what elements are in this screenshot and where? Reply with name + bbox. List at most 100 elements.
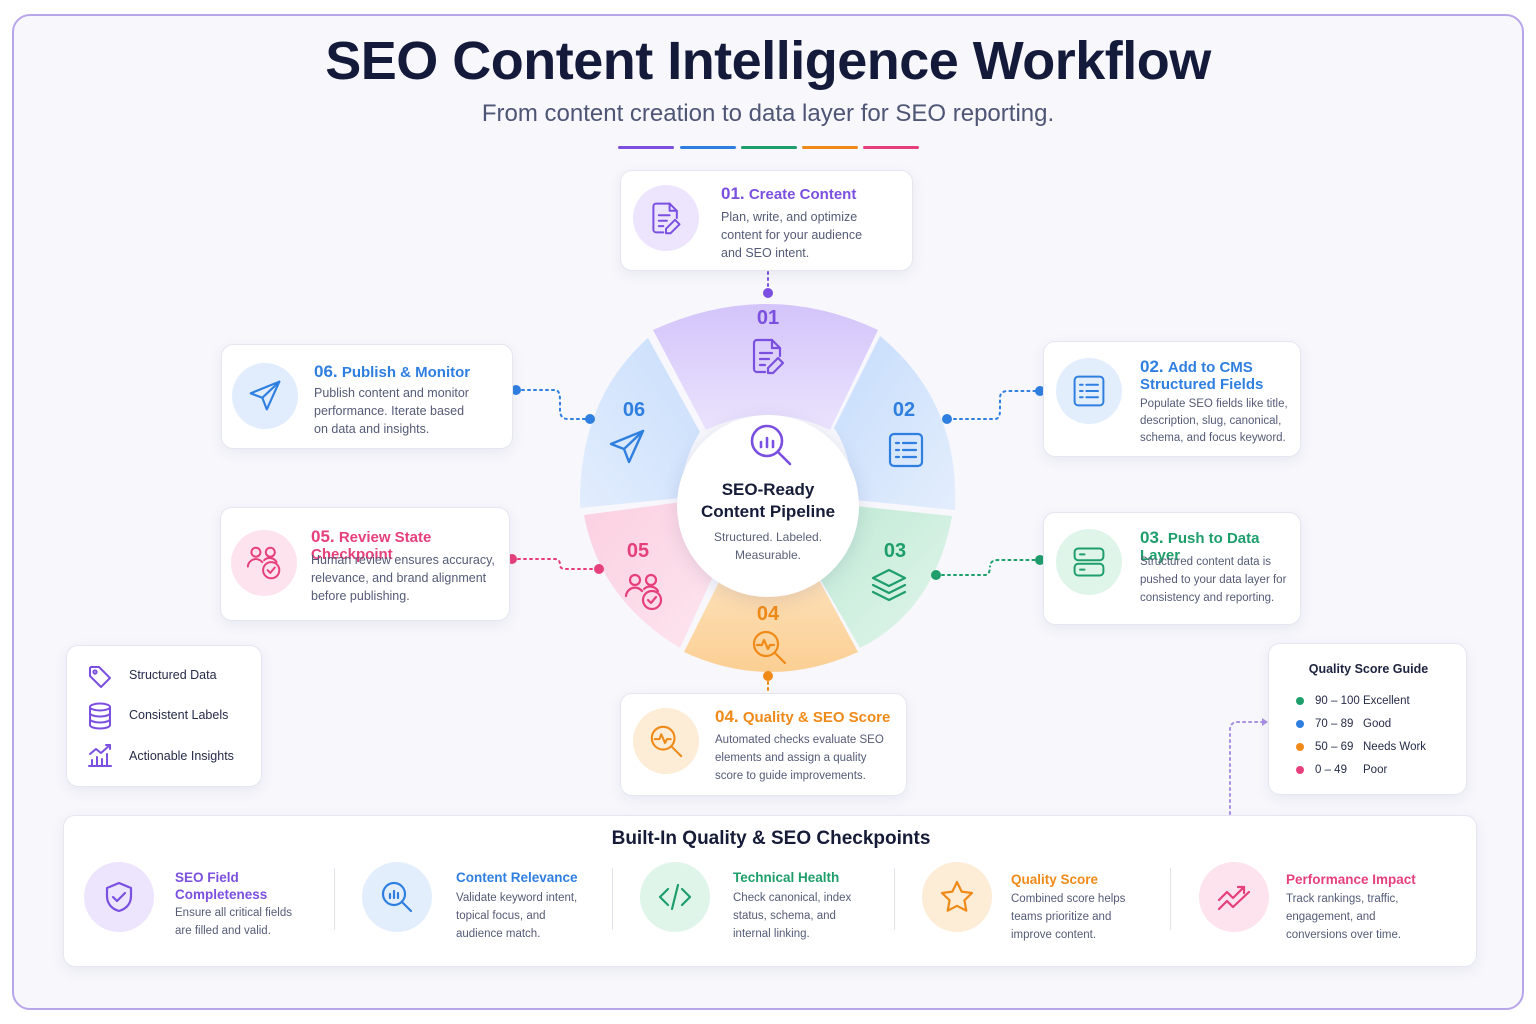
checkpoint-desc-line: audience match. — [456, 928, 541, 940]
score-label-needs-work: Needs Work — [1363, 741, 1427, 753]
wheel-segment-02 — [834, 336, 956, 510]
checkpoints-title: Built-In Quality & SEO Checkpoints — [611, 828, 931, 849]
checkpoint-desc-line: conversions over time. — [1286, 929, 1402, 941]
step-01-description: Plan, write, and optimize content for yo… — [721, 208, 862, 262]
wheel-number-06: 06 — [622, 399, 646, 421]
checkpoint-desc-technical: Check canonical, index status, schema, a… — [733, 889, 851, 943]
step-06-desc-line: on data and insights. — [314, 422, 430, 436]
connector-dot-03a — [931, 570, 941, 580]
checkpoint-desc-relevance: Validate keyword intent, topical focus, … — [456, 889, 577, 943]
checkpoint-desc-line: Check canonical, index — [733, 892, 852, 904]
score-dot-poor — [1296, 766, 1304, 774]
checkpoint-desc-line: Validate keyword intent, — [456, 892, 578, 904]
checkpoint-title-line: SEO Field — [175, 870, 239, 885]
quality-score-guide: Quality Score Guide 90 – 100 Excellent 7… — [1268, 643, 1467, 795]
center-title: SEO-Ready Content Pipeline — [677, 479, 859, 523]
connector-dot-03b — [1035, 555, 1045, 565]
step-02-desc-line: Populate SEO fields like title, — [1140, 398, 1288, 410]
step-05-title-text: Review State Checkpoint — [311, 529, 432, 563]
checkpoint-desc-quality: Combined score helps teams prioritize an… — [1011, 890, 1125, 944]
step-04-title-text: Quality & SEO Score — [742, 709, 891, 726]
step-03-desc-line: Structured content data is — [1140, 556, 1272, 568]
connector-dot-04 — [763, 671, 773, 681]
connector-quality-guide — [1229, 721, 1263, 833]
center-subtitle: Structured. Labeled. Measurable. — [677, 528, 859, 564]
step-05-number: 05. — [311, 527, 335, 546]
database-layers-icon — [871, 568, 907, 602]
checkpoint-icon-circle-completeness — [84, 862, 154, 932]
step-04-number: 04. — [715, 707, 739, 726]
step-03-desc-line: pushed to your data layer for — [1140, 574, 1287, 586]
color-rule-orange — [802, 146, 858, 149]
checkpoint-title-completeness: SEO Field Completeness — [175, 869, 267, 903]
checkpoint-icon-circle-performance — [1199, 862, 1269, 932]
checkpoint-desc-line: are filled and valid. — [175, 925, 271, 937]
step-04-desc-line: score to guide improvements. — [715, 770, 866, 782]
page-title: SEO Content Intelligence Workflow — [325, 31, 1211, 91]
step-02-title-line-1: Add to CMS — [1167, 359, 1253, 376]
step-card-01: 01. Create Content Plan, write, and opti… — [620, 170, 913, 271]
quality-search-icon — [752, 630, 787, 665]
score-range-excellent: 90 – 100 — [1315, 695, 1360, 707]
checkpoint-desc-line: topical focus, and — [456, 910, 546, 922]
review-users-icon — [624, 573, 663, 611]
step-02-title-line-2: Structured Fields — [1140, 376, 1264, 393]
step-04-desc-line: Automated checks evaluate SEO — [715, 734, 884, 746]
checkpoint-desc-completeness: Ensure all critical fields are filled an… — [175, 904, 292, 940]
relevance-search-icon — [381, 881, 413, 913]
review-users-icon — [246, 546, 281, 580]
checkpoint-divider — [894, 868, 895, 930]
score-dot-needs-work — [1296, 743, 1304, 751]
step-03-desc-line: consistency and reporting. — [1140, 592, 1275, 604]
legend-consistent-labels: Consistent Labels — [129, 708, 229, 722]
document-edit-icon — [652, 202, 681, 235]
step-01-icon-circle — [633, 185, 699, 251]
score-label-excellent: Excellent — [1363, 695, 1410, 707]
wheel-number-02: 02 — [892, 399, 916, 421]
wheel-number-03: 03 — [883, 540, 907, 562]
connector-dot-06b — [585, 414, 595, 424]
score-range-poor: 0 – 49 — [1315, 764, 1347, 776]
wheel-number-01: 01 — [756, 307, 780, 329]
step-02-number: 02. — [1140, 357, 1164, 376]
step-card-06: 06. Publish & Monitor Publish content an… — [221, 344, 513, 449]
legend-structured-data: Structured Data — [129, 668, 217, 682]
form-fields-icon — [888, 432, 924, 468]
step-01-desc-line: Plan, write, and optimize — [721, 210, 858, 224]
step-card-04: 04. Quality & SEO Score Automated checks… — [620, 693, 907, 796]
pipeline-center: SEO-Ready Content Pipeline Structured. L… — [677, 415, 859, 597]
checkpoint-desc-line: status, schema, and — [733, 910, 836, 922]
checkpoint-desc-performance: Track rankings, traffic, engagement, and… — [1286, 890, 1401, 944]
paper-plane-icon — [249, 380, 281, 411]
step-03-number: 03. — [1140, 528, 1164, 547]
connector-03 — [935, 559, 1041, 576]
step-card-05: 05. Review State Checkpoint Human review… — [220, 507, 510, 621]
step-04-title: 04. Quality & SEO Score — [715, 708, 890, 726]
quality-search-icon — [650, 725, 683, 758]
color-rule-blue — [680, 146, 736, 149]
checkpoint-divider — [1170, 868, 1171, 930]
step-02-desc-line: description, slug, canonical, — [1140, 415, 1282, 427]
connector-dot-02a — [942, 414, 952, 424]
checkpoint-title-line: Completeness — [175, 887, 268, 902]
step-02-icon-circle — [1056, 358, 1122, 424]
color-rule-purple — [618, 146, 674, 149]
center-title-line-1: SEO-Ready — [721, 480, 815, 499]
growth-chart-icon — [88, 744, 112, 767]
page-subtitle: From content creation to data layer for … — [481, 100, 1055, 127]
quality-guide-title: Quality Score Guide — [1308, 662, 1429, 676]
step-05-desc-line: before publishing. — [311, 589, 410, 603]
checkpoint-desc-line: Combined score helps — [1011, 893, 1126, 905]
checkpoint-desc-line: teams prioritize and — [1011, 911, 1112, 923]
step-03-title: 03. Push to Data Layer — [1140, 529, 1300, 564]
step-03-description: Structured content data is pushed to you… — [1140, 553, 1286, 607]
shield-check-icon — [105, 881, 133, 913]
step-05-description: Human review ensures accuracy, relevance… — [311, 551, 495, 605]
server-stack-icon — [1073, 547, 1105, 577]
step-04-description: Automated checks evaluate SEO elements a… — [715, 731, 884, 785]
step-01-title-text: Create Content — [748, 186, 857, 203]
checkpoint-desc-line: Ensure all critical fields — [175, 907, 292, 919]
step-01-desc-line: content for your audience — [721, 228, 863, 242]
legend-actionable-insights: Actionable Insights — [129, 749, 234, 763]
score-label-poor: Poor — [1363, 764, 1388, 776]
